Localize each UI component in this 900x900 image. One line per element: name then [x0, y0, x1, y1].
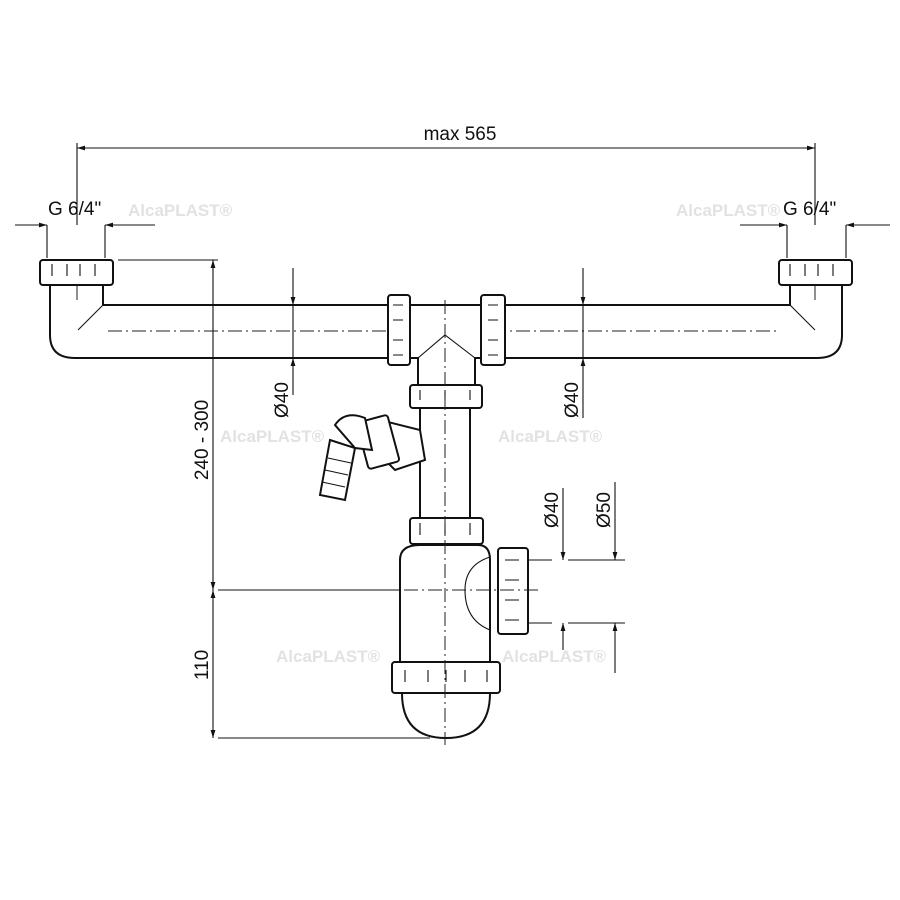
watermarks: AlcaPLAST® AlcaPLAST® AlcaPLAST® AlcaPLA…	[128, 201, 781, 666]
outlet-diameter-small-label: Ø40	[542, 492, 563, 528]
outlet-diameter-dims: Ø40 Ø50	[542, 482, 625, 673]
thread-label-left: G 6/4"	[48, 199, 101, 220]
pipe-diameter-left-label: Ø40	[272, 382, 293, 418]
inlet-nut-left	[39, 259, 114, 286]
pipe-diameter-left: Ø40	[272, 268, 296, 418]
pipe-diameter-right: Ø40	[562, 268, 586, 418]
watermark-text: AlcaPLAST®	[498, 427, 603, 446]
thread-label-right: G 6/4"	[783, 199, 836, 220]
watermark-text: AlcaPLAST®	[128, 201, 233, 220]
thread-dimension-right: G 6/4"	[740, 199, 890, 258]
width-label: max 565	[424, 124, 497, 145]
watermark-text: AlcaPLAST®	[276, 647, 381, 666]
inlet-nut-right	[778, 259, 853, 286]
vertical-pipe	[409, 407, 484, 545]
pipe-diameter-right-label: Ø40	[562, 382, 583, 418]
thread-dimension-left: G 6/4"	[15, 199, 155, 258]
height-dimension: 240 - 300 110	[118, 259, 430, 739]
width-dimension: max 565	[76, 124, 816, 225]
watermark-text: AlcaPLAST®	[220, 427, 325, 446]
tee-fitting	[387, 294, 506, 409]
outlet-diameter-large-label: Ø50	[594, 492, 615, 528]
bottle-trap	[380, 300, 552, 745]
trap-height-label: 110	[192, 650, 213, 680]
watermark-text: AlcaPLAST®	[502, 647, 607, 666]
washing-machine-connector	[318, 414, 427, 502]
height-range-label: 240 - 300	[192, 400, 213, 480]
watermark-text: AlcaPLAST®	[676, 201, 781, 220]
